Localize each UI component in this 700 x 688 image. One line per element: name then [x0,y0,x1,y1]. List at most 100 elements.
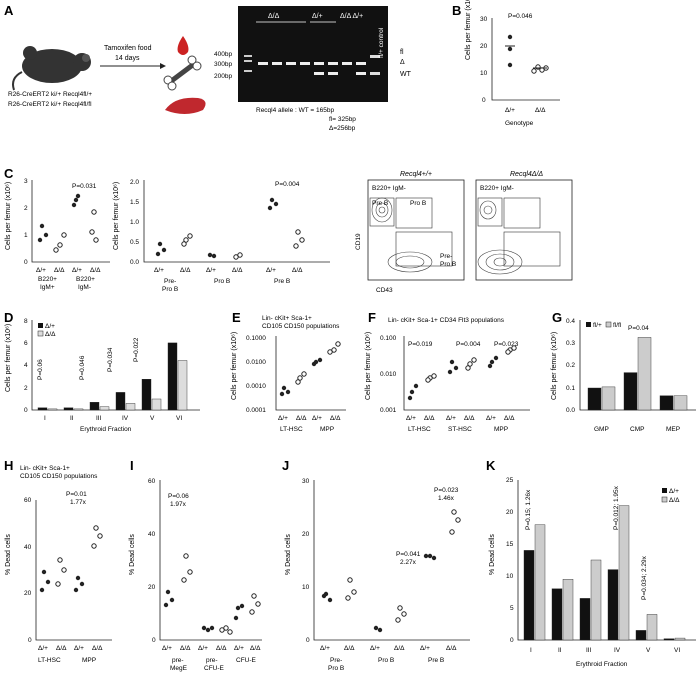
b-ylabel: Cells per femur (x10⁶) [465,0,472,60]
svg-text:0.3: 0.3 [566,340,575,347]
svg-text:2.0: 2.0 [130,179,139,186]
b-pval: P=0.046 [508,13,533,20]
spleen-icon [165,97,206,114]
panel-label-j: J [282,458,289,473]
svg-text:6: 6 [24,340,28,347]
k-ylabel: % Dead cells [489,534,496,575]
svg-text:I: I [530,647,532,654]
i-cat1: pre- [172,657,184,664]
i-x2: Δ/Δ [180,645,191,652]
c-yticks: 01 23 [24,178,28,266]
svg-text:GMP: GMP [594,426,609,433]
g-legend2: fl/fl [613,322,622,329]
k-legend1: Δ/+ [669,488,679,495]
bar-d-0-0 [37,407,48,411]
bar-k-1-0 [551,588,563,641]
svg-text:0.4: 0.4 [566,318,575,325]
e-title2: CD105 CD150 populations [262,323,340,330]
e-title1: Lin- cKit+ Sca-1+ [262,315,312,322]
f-x1: Δ/+ [406,415,416,422]
svg-text:20: 20 [480,43,488,50]
svg-text:IV: IV [122,415,129,422]
svg-text:60: 60 [148,478,156,485]
h-ylabel: % Dead cells [5,534,12,575]
k-legend-swatch2 [661,496,668,503]
allele-line-3: Δ=256bp [329,125,356,132]
d-legend1: Δ/+ [45,323,55,330]
flow-plot-1 [367,179,465,281]
c2-ylabel: Cells per femur (x10⁶) [113,182,120,250]
i-x1: Δ/+ [162,645,172,652]
svg-text:IV: IV [614,647,621,654]
svg-text:0.2: 0.2 [566,362,575,369]
flow-preb-1: Pre B [372,200,388,207]
bar-g-2-0 [659,395,674,411]
bar-g-0-1 [601,386,616,411]
panel-label-h: H [4,458,13,473]
c2-cat3: Pro B [214,278,230,285]
svg-text:0.5: 0.5 [130,239,139,246]
f-title: Lin- cKit+ Sca-1+ CD34 Flt3 populations [388,317,505,324]
c-ylabel: Cells per femur (x10⁶) [5,182,12,250]
gel-dd-label: Δ/Δ [268,13,280,20]
c2-yticks: 0.00.5 1.01.5 2.0 [130,179,139,266]
f-x2: Δ/Δ [424,415,435,422]
g-legend-swatch2 [605,321,612,328]
i-points [163,553,261,635]
d-pval1: P=0.06 [37,359,44,380]
k-pval1: P=0.15; 1.26x [525,489,532,530]
c-x1: Δ/+ [36,267,46,274]
svg-text:20: 20 [24,590,32,597]
svg-text:1.5: 1.5 [130,199,139,206]
c-cat1: B220+ [38,276,57,283]
svg-text:0.0001: 0.0001 [246,407,266,414]
g-legend-swatch1 [586,322,591,327]
e-cat2: MPP [320,426,334,433]
band-wt: WT [400,71,412,78]
c-cat4: IgM- [78,284,91,291]
panel-label-e: E [232,310,241,325]
gel-control-label: fl/+ control [378,27,385,58]
f-pval1: P=0.019 [408,341,433,348]
bar-k-5-1 [674,637,686,641]
svg-text:0.0010: 0.0010 [246,383,266,390]
g-pval: P=0.04 [628,325,649,332]
b-points [505,34,549,74]
svg-text:V: V [646,647,651,654]
c2-x5: Δ/+ [266,267,276,274]
panel-label-k: K [486,458,496,473]
c2-x3: Δ/+ [206,267,216,274]
bar-g-2-1 [673,395,688,411]
panel-label-b: B [452,3,461,18]
svg-text:CMP: CMP [630,426,644,433]
bar-g-0-0 [587,387,602,411]
c2-points [155,197,305,260]
i-cat5: CFU-E [236,657,257,664]
svg-text:2: 2 [24,205,28,212]
c-cat2: IgM+ [40,284,55,291]
bar-d-2-0 [89,402,100,411]
svg-text:0: 0 [24,407,28,414]
svg-text:10: 10 [302,584,310,591]
svg-text:0.1: 0.1 [566,385,575,392]
e-cat1: LT-HSC [280,426,303,433]
g-ylabel: Cells per femur (x10⁶) [551,332,558,400]
mouse-icon [12,46,91,91]
svg-text:30: 30 [480,16,488,23]
arrow-head [160,63,166,69]
c-x4: Δ/Δ [90,267,101,274]
j-cat1: Pre- [330,657,342,664]
f-cat1: LT-HSC [408,426,431,433]
d-bars [37,342,188,411]
d-pval4: P=0.022 [133,337,140,362]
b-x2: Δ/Δ [535,107,546,114]
svg-text:0: 0 [482,97,486,104]
h-cat1: LT-HSC [38,657,61,664]
bar-d-4-0 [141,379,152,411]
j-x6: Δ/Δ [446,645,457,652]
bone-icon [163,55,202,91]
